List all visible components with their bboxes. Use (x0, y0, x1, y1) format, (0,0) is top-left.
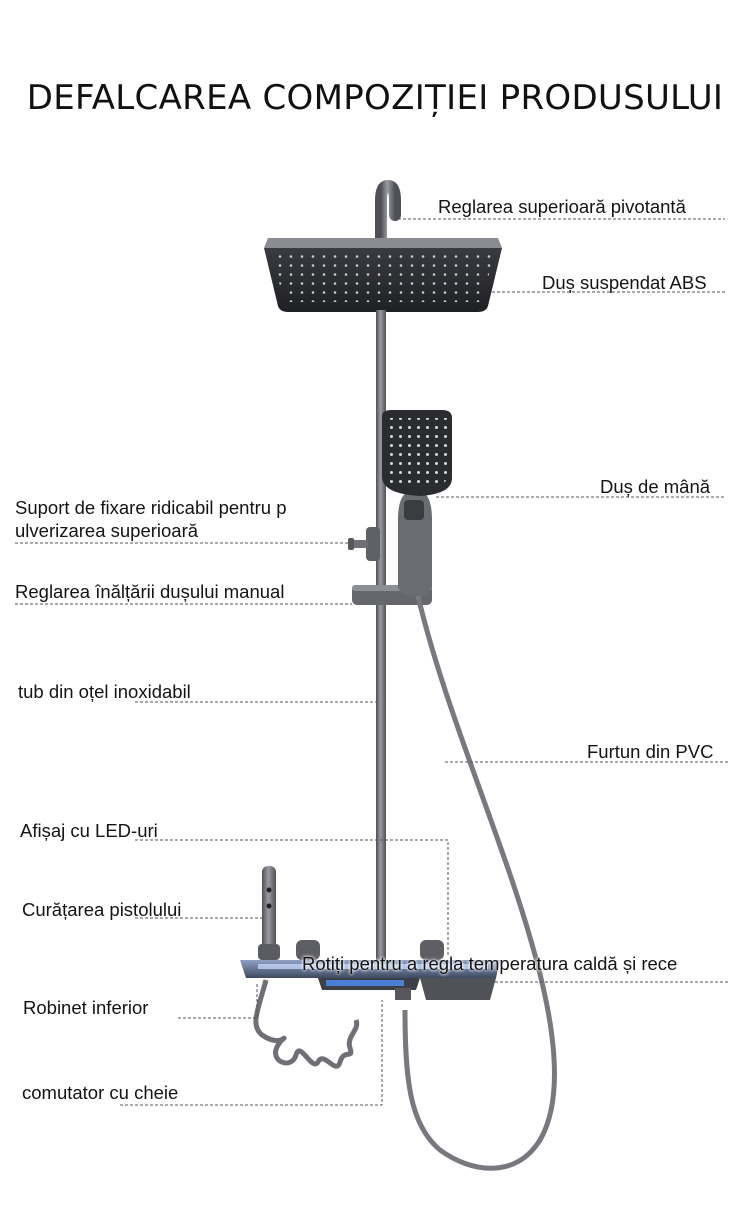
pvc-hose (402, 595, 557, 1171)
cleaning-spray-gun (258, 866, 280, 960)
top-swivel-arm (375, 179, 401, 244)
leader-lines (15, 218, 730, 1106)
mixer-knobs (296, 940, 444, 960)
hand-shower (382, 410, 452, 596)
label-pvc-hose: Furtun din PVC (587, 741, 714, 762)
label-hand-shower: Duș de mână (600, 476, 711, 497)
stainless-steel-tube (376, 310, 386, 960)
label-height-adjust: Reglarea înălțării dușului manual (15, 581, 285, 602)
rain-shower-head (264, 238, 502, 312)
label-abs-shower: Duș suspendat ABS (542, 272, 707, 293)
label-bottom-faucet: Robinet inferior (23, 997, 149, 1018)
coiled-spray-hose (253, 979, 360, 1069)
label-top-pivot: Reglarea superioară pivotantă (438, 196, 686, 217)
label-led-display: Afișaj cu LED-uri (20, 820, 158, 841)
label-lift-bracket: Suport de fixare ridicabil pentru p ulve… (15, 497, 287, 541)
label-key-switch: comutator cu cheie (22, 1082, 179, 1103)
label-steel-tube: tub din oțel inoxidabil (18, 681, 191, 702)
page-title: DEFALCAREA COMPOZIȚIEI PRODUSULUI (26, 78, 724, 118)
led-shelf (240, 960, 500, 1000)
lift-bracket (348, 527, 380, 561)
label-spray-gun: Curățarea pistolului (22, 899, 182, 920)
label-temp-knob: Rotiți pentru a regla temperatura caldă … (302, 953, 678, 974)
